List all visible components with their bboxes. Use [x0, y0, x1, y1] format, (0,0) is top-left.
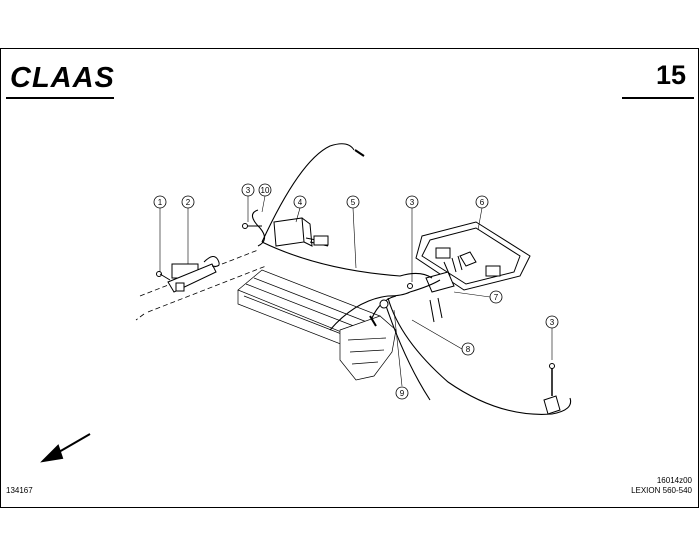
svg-text:1: 1	[158, 198, 163, 207]
svg-text:9: 9	[400, 389, 405, 398]
callout-8: 8	[461, 342, 475, 356]
callout-9: 9	[395, 386, 409, 400]
radiator-block	[237, 269, 397, 381]
svg-text:10: 10	[261, 186, 270, 195]
module-component	[242, 217, 329, 247]
drawing-code: 16014z00	[656, 476, 692, 485]
svg-text:5: 5	[351, 198, 356, 207]
callout-2: 2	[181, 195, 195, 209]
svg-text:4: 4	[298, 198, 303, 207]
callout-3-left: 3	[241, 183, 255, 197]
svg-text:8: 8	[466, 345, 471, 354]
connector-junction	[425, 255, 463, 323]
callout-3-middle: 3	[405, 195, 419, 209]
svg-text:3: 3	[550, 318, 555, 327]
svg-text:3: 3	[246, 186, 251, 195]
claas-logo: CLAAS	[10, 62, 115, 92]
svg-text:7: 7	[494, 293, 499, 302]
fitting	[369, 315, 377, 327]
svg-text:2: 2	[186, 198, 191, 207]
sensor-component	[543, 363, 561, 415]
callout-1: 1	[153, 195, 167, 209]
wiring-harness	[251, 143, 572, 415]
drawing-info: 16014z00 LEXION 560-540	[631, 476, 692, 496]
leader-lines	[159, 195, 553, 387]
logo-rule	[6, 97, 114, 99]
callout-6: 6	[475, 195, 489, 209]
page-number: 15	[655, 60, 686, 90]
callout-5: 5	[346, 195, 360, 209]
svg-text:3: 3	[410, 198, 415, 207]
screw	[407, 283, 413, 289]
grommet	[379, 299, 389, 309]
document-reference: 134167	[6, 486, 33, 495]
brand-text: CLAAS	[10, 62, 115, 92]
frame-beam	[135, 249, 267, 321]
page-frame	[0, 48, 699, 508]
direction-arrow	[40, 433, 91, 463]
switch-component	[156, 256, 220, 293]
machine-model: LEXION 560-540	[631, 486, 692, 495]
callout-7: 7	[489, 290, 503, 304]
callout-10: 10	[258, 183, 272, 197]
page-number-rule	[622, 97, 694, 99]
callout-3-right: 3	[545, 315, 559, 329]
svg-text:6: 6	[480, 198, 485, 207]
callout-4: 4	[293, 195, 307, 209]
